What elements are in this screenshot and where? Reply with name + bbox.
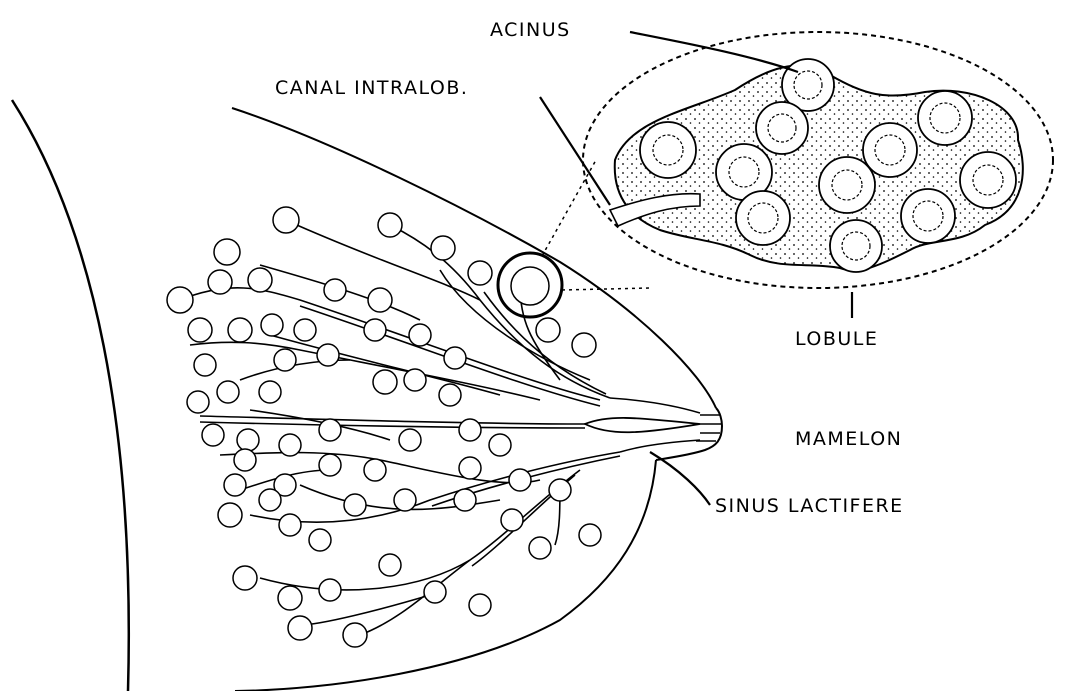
lactiferous-sinus: [585, 418, 700, 432]
label-sinus-lactifere: SINUS LACTIFERE: [715, 497, 904, 516]
circled-lobule: [498, 253, 562, 317]
label-mamelon: MAMELON: [795, 430, 902, 449]
chest-wall-curve: [12, 100, 129, 691]
nipple-outline: [656, 408, 722, 460]
label-canal-intralobular: CANAL INTRALOB.: [275, 79, 468, 98]
label-acinus: ACINUS: [490, 21, 571, 40]
label-lobule: LOBULE: [795, 330, 878, 349]
acinus-leader: [630, 32, 798, 72]
